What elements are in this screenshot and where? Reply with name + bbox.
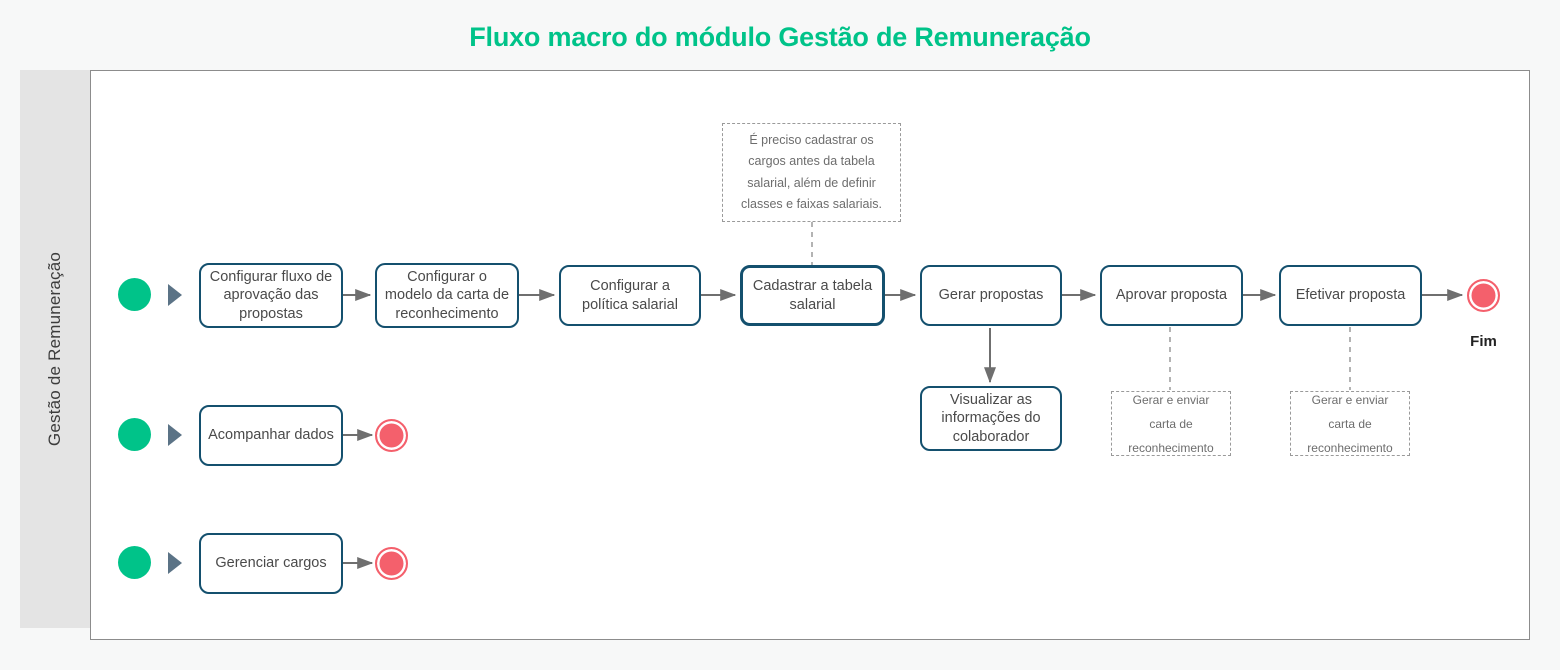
task-aprovar-proposta[interactable]: Aprovar proposta <box>1100 265 1243 326</box>
task-gerar-propostas[interactable]: Gerar propostas <box>920 265 1062 326</box>
task-acompanhar-dados[interactable]: Acompanhar dados <box>199 405 343 466</box>
task-configurar-fluxo-aprovacao[interactable]: Configurar fluxo de aprovação das propos… <box>199 263 343 328</box>
triangle-marker-3 <box>168 552 182 574</box>
task-gerenciar-cargos[interactable]: Gerenciar cargos <box>199 533 343 594</box>
triangle-marker-2 <box>168 424 182 446</box>
end-event-gerenciar-cargos[interactable] <box>375 547 408 580</box>
end-event-fim[interactable] <box>1467 279 1500 312</box>
page-title: Fluxo macro do módulo Gestão de Remunera… <box>469 22 1091 52</box>
task-cadastrar-tabela-salarial[interactable]: Cadastrar a tabela salarial <box>740 265 885 326</box>
task-configurar-politica-salarial[interactable]: Configurar a política salarial <box>559 265 701 326</box>
sequence-flow-group-secondary <box>343 429 374 569</box>
end-event-acompanhar-dados[interactable] <box>375 419 408 452</box>
task-configurar-modelo-carta[interactable]: Configurar o modelo da carta de reconhec… <box>375 263 519 328</box>
triangle-marker-1 <box>168 284 182 306</box>
start-event-3[interactable] <box>118 546 151 579</box>
start-event-2[interactable] <box>118 418 151 451</box>
start-event-1[interactable] <box>118 278 151 311</box>
lane-header: Gestão de Remuneração <box>20 70 90 628</box>
note-carta-reconhecimento-efetivar: Gerar e enviar carta de reconhecimento <box>1290 391 1410 456</box>
end-event-label: Fim <box>1470 333 1497 350</box>
task-efetivar-proposta[interactable]: Efetivar proposta <box>1279 265 1422 326</box>
note-cadastro-cargos: É preciso cadastrar os cargos antes da t… <box>722 123 901 222</box>
note-carta-reconhecimento-aprovar: Gerar e enviar carta de reconhecimento <box>1111 391 1231 456</box>
task-visualizar-informacoes-colaborador[interactable]: Visualizar as informações do colaborador <box>920 386 1062 451</box>
